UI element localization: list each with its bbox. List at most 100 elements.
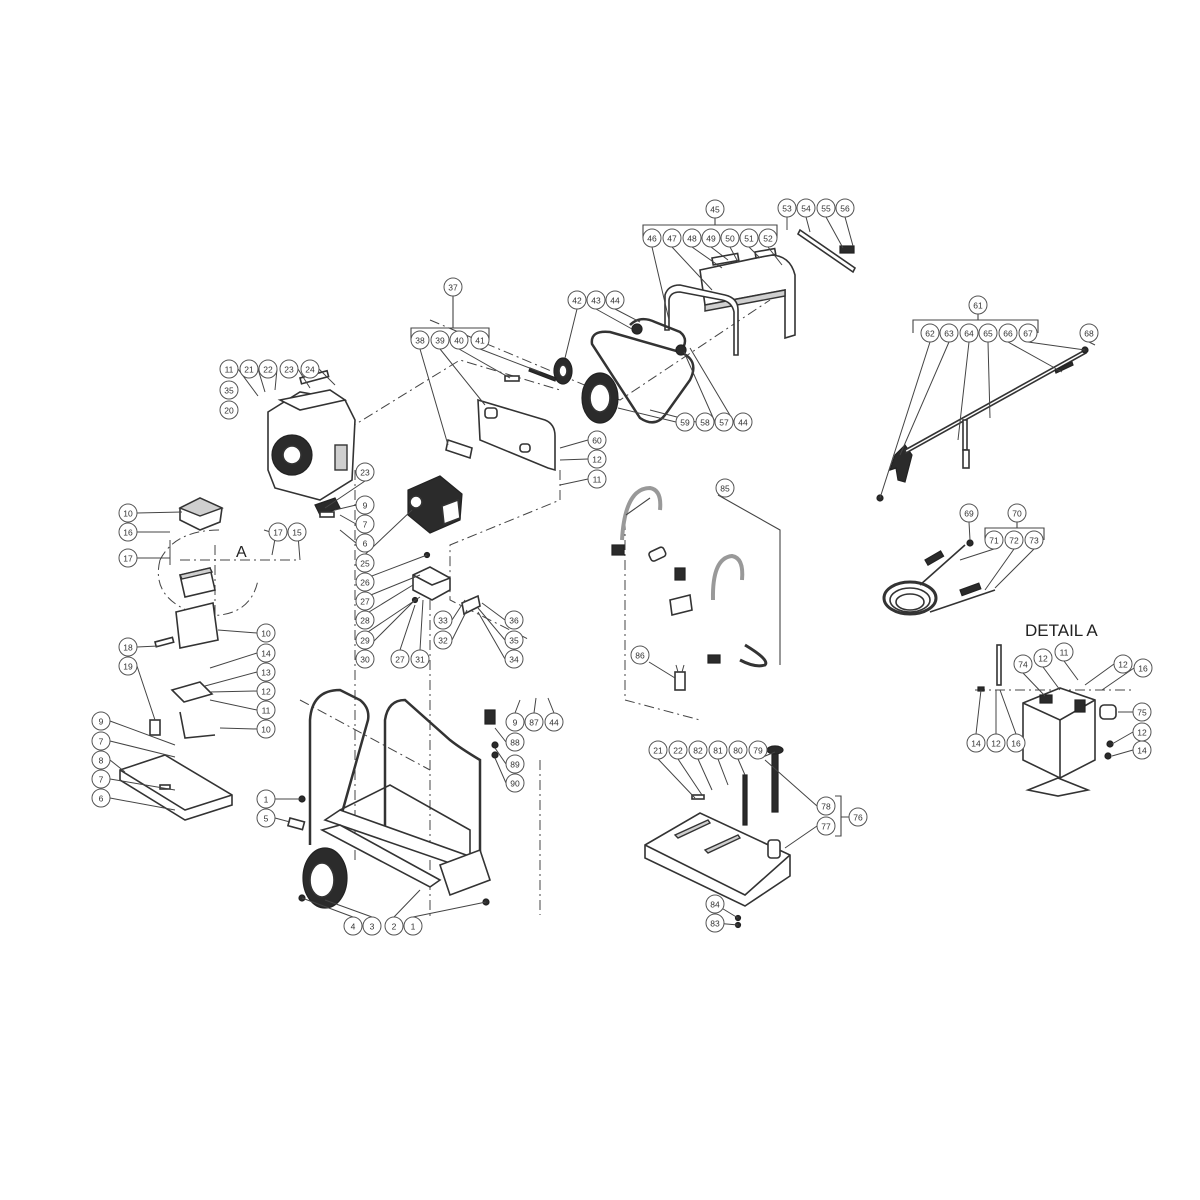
callout-circle [256, 681, 276, 701]
part-callout-12: 12 [587, 449, 607, 469]
callout-number: 37 [448, 283, 458, 293]
callout-number: 16 [1138, 664, 1148, 674]
part-callout-60: 60 [587, 430, 607, 450]
callout-circle [355, 533, 375, 553]
callout-number: 36 [509, 616, 519, 626]
part-callout-51: 51 [739, 228, 759, 248]
callout-circle [728, 740, 748, 760]
callout-number: 19 [123, 662, 133, 672]
callout-number: 69 [964, 509, 974, 519]
warning-tag [674, 664, 686, 691]
callout-number: 17 [123, 554, 133, 564]
part-callout-4: 4 [343, 916, 363, 936]
callout-brackets [410, 218, 1045, 837]
callout-circle [966, 733, 986, 753]
part-callout-71: 71 [984, 530, 1004, 550]
callout-number: 9 [99, 717, 104, 727]
callout-circle [668, 740, 688, 760]
part-callout-62: 62 [920, 323, 940, 343]
callout-number: 64 [964, 329, 974, 339]
callout-circle [1018, 323, 1038, 343]
callout-number: 45 [710, 205, 720, 215]
battery-group-view-a: A [149, 497, 281, 739]
part-callout-14: 14 [1132, 740, 1152, 760]
part-callout-35: 35 [219, 380, 239, 400]
part-callout-87: 87 [524, 712, 544, 732]
callout-number: 82 [693, 746, 703, 756]
part-callout-21: 21 [648, 740, 668, 760]
callout-number: 39 [435, 336, 445, 346]
callout-circle [355, 591, 375, 611]
callout-number: 42 [572, 296, 582, 306]
frame-cart [286, 688, 492, 909]
callout-number: 10 [123, 509, 133, 519]
callout-circle [300, 359, 320, 379]
part-callout-40: 40 [449, 330, 469, 350]
callout-number: 40 [454, 336, 464, 346]
callout-circle [835, 198, 855, 218]
callout-number: 12 [592, 455, 602, 465]
callout-number: 27 [360, 597, 370, 607]
part-callout-77: 77 [816, 816, 836, 836]
callout-circle [984, 530, 1004, 550]
callout-circle [355, 630, 375, 650]
callout-circle [587, 449, 607, 469]
callout-circle [256, 623, 276, 643]
part-callout-52: 52 [758, 228, 778, 248]
callout-number: 23 [360, 468, 370, 478]
callout-circle [443, 277, 463, 297]
callout-number: 26 [360, 578, 370, 588]
callout-number: 12 [261, 687, 271, 697]
callout-number: 35 [224, 386, 234, 396]
callout-circle [470, 330, 490, 350]
pump [407, 475, 463, 534]
callout-number: 61 [973, 301, 983, 311]
callout-number: 83 [710, 919, 720, 929]
callout-circle [920, 323, 940, 343]
callout-circle [816, 198, 836, 218]
callout-number: 56 [840, 204, 850, 214]
callout-number: 14 [971, 739, 981, 749]
callout-circle [355, 462, 375, 482]
callout-circle [587, 430, 607, 450]
callout-circle [1024, 530, 1044, 550]
callout-number: 68 [1084, 329, 1094, 339]
callout-number: 6 [363, 539, 368, 549]
callout-circle [978, 323, 998, 343]
callout-number: 9 [363, 501, 368, 511]
callout-number: 41 [475, 336, 485, 346]
callout-circle [343, 916, 363, 936]
callout-circle [715, 478, 735, 498]
callout-number: 60 [592, 436, 602, 446]
callout-circle [256, 789, 276, 809]
callout-number: 15 [292, 528, 302, 538]
part-callout-31: 31 [410, 649, 430, 669]
part-callout-89: 89 [505, 754, 525, 774]
part-callout-53: 53 [777, 198, 797, 218]
part-callout-9: 9 [505, 712, 525, 732]
callout-circle [91, 769, 111, 789]
callout-circle [430, 330, 450, 350]
callout-number: 86 [635, 651, 645, 661]
part-callout-84: 84 [705, 894, 725, 914]
part-callout-45: 45 [705, 199, 725, 219]
callout-number: 2 [392, 922, 397, 932]
callout-number: 11 [1060, 648, 1069, 658]
part-callout-88: 88 [505, 732, 525, 752]
callout-circle [688, 740, 708, 760]
callout-number: 78 [821, 802, 831, 812]
callout-circle [118, 637, 138, 657]
callout-circle [505, 754, 525, 774]
callout-number: 80 [733, 746, 743, 756]
part-callout-1: 1 [256, 789, 276, 809]
callout-circle [239, 359, 259, 379]
callout-circle [816, 796, 836, 816]
callout-circle [355, 495, 375, 515]
part-callout-32: 32 [433, 630, 453, 650]
callout-circle [91, 711, 111, 731]
callout-number: 63 [944, 329, 954, 339]
callout-number: 21 [653, 746, 663, 756]
part-callout-65: 65 [978, 323, 998, 343]
part-callout-7: 7 [355, 514, 375, 534]
callout-circle [1133, 658, 1153, 678]
